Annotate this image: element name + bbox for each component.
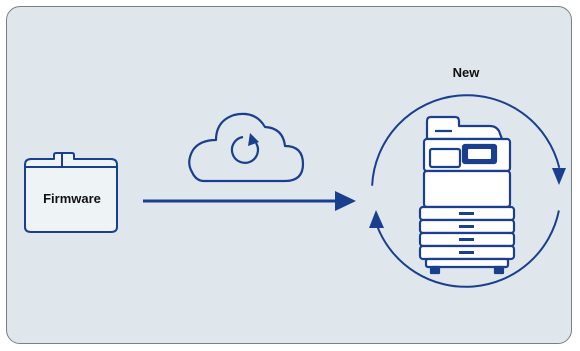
cycle-arrowhead-right	[552, 168, 566, 185]
cycle-arrowhead-left	[369, 210, 384, 228]
folder-icon	[24, 152, 118, 233]
transfer-arrow	[143, 191, 356, 211]
device-label: New	[453, 65, 481, 80]
printer-mfp-icon	[418, 115, 516, 275]
folder-label: Firmware	[43, 191, 101, 206]
update-cycle-arrows-icon	[371, 94, 561, 288]
cloud-refresh-icon	[188, 112, 305, 183]
